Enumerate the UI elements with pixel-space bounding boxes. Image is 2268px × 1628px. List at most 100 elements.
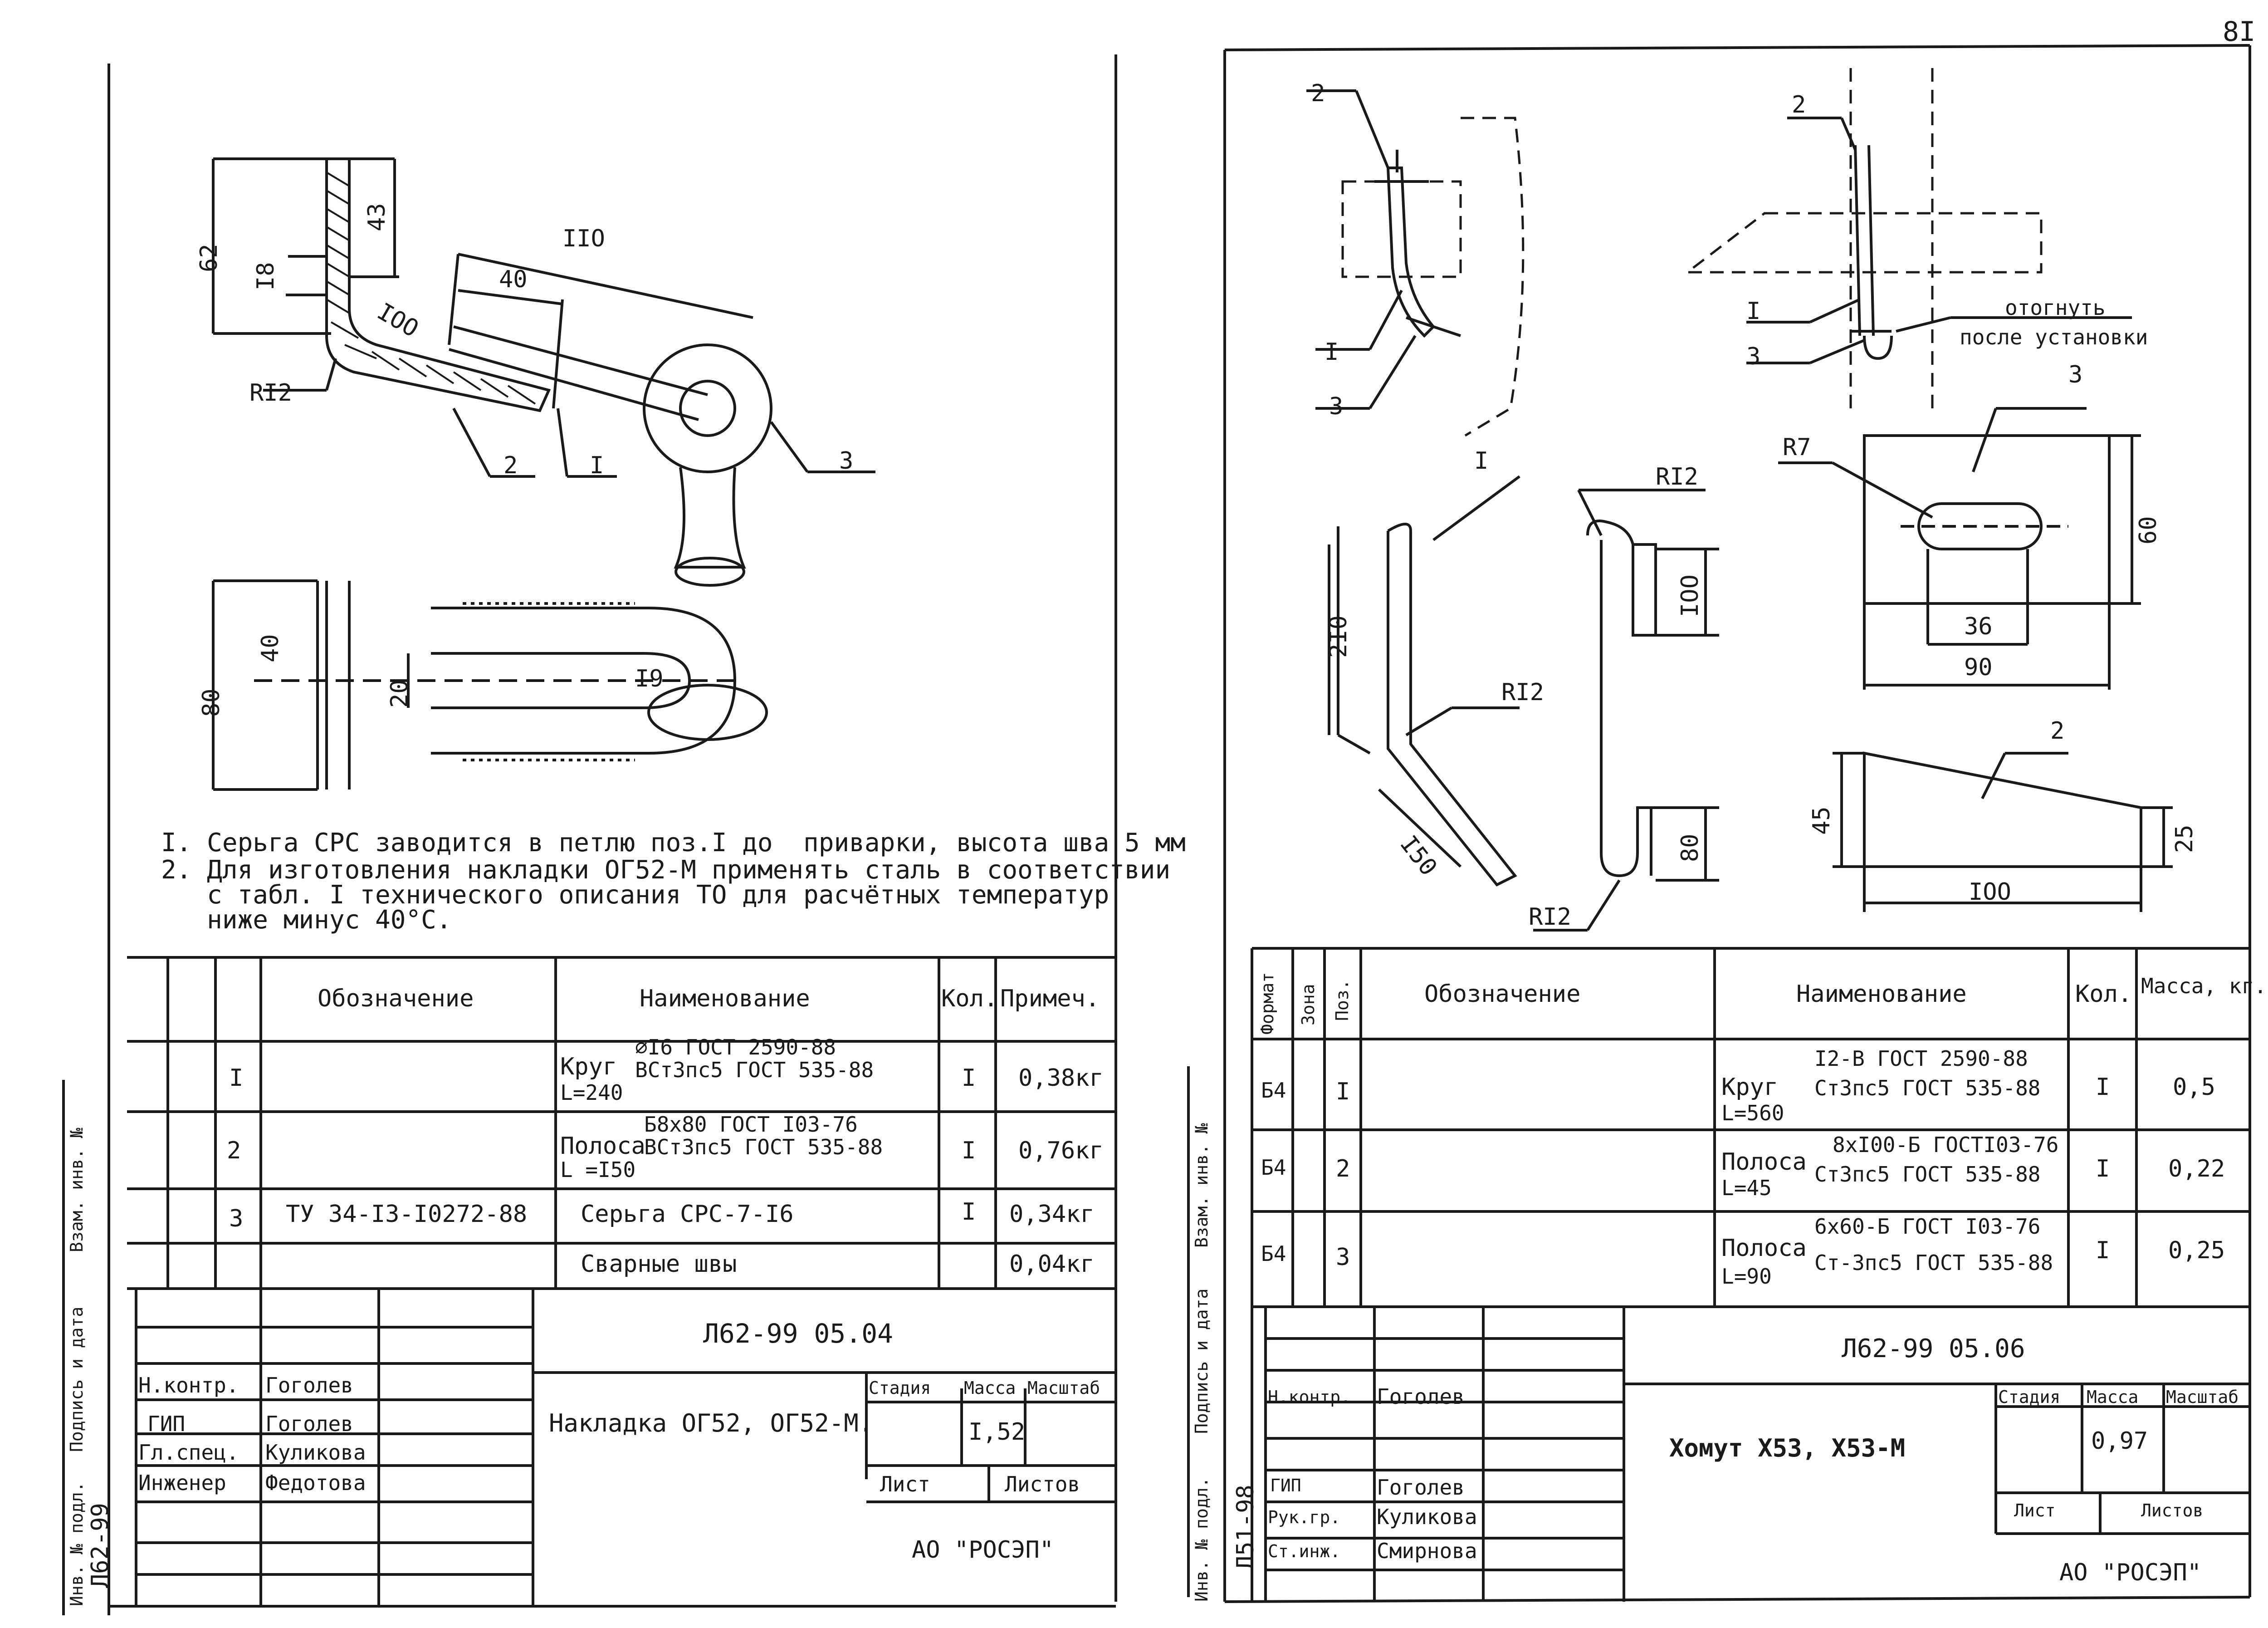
left-role-1: ГИП <box>147 1412 186 1436</box>
row2-name-bottom: ВСт3пс5 ГОСТ 535-88 <box>644 1135 883 1159</box>
r-callout-a2: 2 <box>1311 80 1325 107</box>
row1-note: 0,38кг <box>1018 1064 1104 1092</box>
left-name-3: Федотова <box>265 1471 366 1495</box>
right-stamp-1: Подпись и дата <box>1192 1288 1212 1434</box>
left-stamp-1: Подпись и дата <box>67 1306 87 1452</box>
left-org: АО "РОСЭП" <box>912 1536 1054 1564</box>
row1-name-bottom: ВСт3пс5 ГОСТ 535-88 <box>635 1058 874 1082</box>
row1-name: Круг <box>560 1053 617 1080</box>
right-doc-code: Л62-99 05.06 <box>1842 1334 2025 1363</box>
r-row1-qty: I <box>2096 1074 2110 1101</box>
r-row2-name-top: 8хI00-Б ГОСТI03-76 <box>1833 1133 2059 1157</box>
right-role-3: Ст.инж. <box>1268 1541 1341 1561</box>
left-sheet-label: Лист <box>880 1472 930 1496</box>
right-name-0: Гоголев <box>1377 1384 1465 1409</box>
note-line-2: 2. Для изготовления накладки ОГ52-М прим… <box>161 855 1171 885</box>
r-row3-pos: 3 <box>1336 1244 1350 1271</box>
left-stamp-3: Л62-99 <box>87 1503 114 1588</box>
r-row1-name-bottom: Ст3пс5 ГОСТ 535-88 <box>1814 1076 2041 1100</box>
r-r12a: RI2 <box>1656 463 1698 490</box>
r-row2-pos: 2 <box>1336 1155 1350 1182</box>
r-row1-pos: I <box>1336 1078 1350 1105</box>
r-spec-header-pos: Поз. <box>1332 979 1352 1021</box>
callout-1: I <box>590 452 604 479</box>
r-row2-name-bottom: Ст3пс5 ГОСТ 535-88 <box>1814 1162 2041 1187</box>
note-line-3: с табл. I технического описания ТО для р… <box>161 880 1110 910</box>
right-stamp-3: Л51-98 <box>1232 1485 1259 1570</box>
r-callout-b3: 3 <box>1746 343 1761 370</box>
r-dim-45: 45 <box>1808 806 1835 835</box>
r-callout-p2: 2 <box>2050 717 2065 745</box>
r-row2-mass: 0,22 <box>2168 1155 2225 1182</box>
left-stamp-2: Взам. инв. № <box>67 1128 87 1252</box>
right-mass-value: 0,97 <box>2091 1427 2148 1455</box>
left-title: Накладка ОГ52, ОГ52-М. <box>549 1409 874 1437</box>
r-row1-fmt: Б4 <box>1261 1078 1286 1103</box>
right-name-3: Смирнова <box>1377 1539 1477 1563</box>
right-name-1: Гоголев <box>1377 1475 1465 1500</box>
dim-110: IIO <box>562 225 605 252</box>
r-row3-mass: 0,25 <box>2168 1237 2225 1264</box>
r-spec-header-format: Формат <box>1257 972 1277 1035</box>
note-line-1: I. Серьга СРС заводится в петлю поз.I до… <box>161 828 1186 858</box>
row4-note: 0,04кг <box>1009 1250 1095 1278</box>
row1-name-top: ∅I6 ГОСТ 2590-88 <box>635 1035 836 1059</box>
callout-2: 2 <box>503 452 518 479</box>
row2-name-top: Б8х80 ГОСТ I03-76 <box>644 1112 858 1137</box>
r-dim-36: 36 <box>1964 613 1993 640</box>
left-doc-code: Л62-99 05.04 <box>703 1318 894 1349</box>
dim-r12: RI2 <box>249 379 292 407</box>
left-mass-label: Масса <box>964 1378 1016 1398</box>
right-stamp-2: Взам. инв. № <box>1192 1123 1212 1248</box>
right-sheet-label: Лист <box>2014 1501 2056 1520</box>
r-spec-header-qty: Кол. <box>2075 981 2132 1008</box>
r-row3-name-top: 6х60-Б ГОСТ I03-76 <box>1814 1214 2041 1239</box>
r-spec-header-zone: Зона <box>1298 984 1318 1025</box>
row2-note: 0,76кг <box>1018 1137 1104 1164</box>
r-dim-25: 25 <box>2171 824 2198 853</box>
dim-110-line <box>458 253 753 319</box>
r-row2-name: Полоса <box>1721 1148 1807 1176</box>
dim-62: 62 <box>196 244 223 272</box>
r-row3-name-bottom: Ст-3пс5 ГОСТ 535-88 <box>1814 1250 2053 1275</box>
r-spec-header-designation: Обозначение <box>1424 981 1581 1008</box>
dim-43: 43 <box>363 203 391 231</box>
r-spec-header-mass: Масса, кг. <box>2141 974 2267 998</box>
row3-pos: 3 <box>229 1205 244 1232</box>
row2-length: L =I50 <box>560 1157 636 1182</box>
r-row1-length: L=560 <box>1721 1101 1784 1125</box>
right-stamp-0: Инв. № подл. <box>1192 1477 1212 1602</box>
left-name-2: Куликова <box>265 1440 366 1465</box>
dim-40: 40 <box>499 266 528 293</box>
r-r12b: RI2 <box>1501 679 1544 706</box>
left-mass-value: I,52 <box>968 1418 1026 1446</box>
r-bend-note-2: после установки <box>1960 325 2148 349</box>
note-line-4: ниже минус 40°С. <box>161 905 452 935</box>
right-mass-label: Масса <box>2087 1387 2139 1407</box>
row1-qty: I <box>962 1064 976 1092</box>
spec-header-note: Примеч. <box>1000 985 1100 1012</box>
left-stage-label: Стадия <box>869 1378 931 1398</box>
row1-pos: I <box>229 1064 244 1092</box>
row2-name: Полоса <box>560 1133 645 1160</box>
r-row2-length: L=45 <box>1721 1176 1772 1200</box>
row3-designation: ТУ 34-I3-I0272-88 <box>286 1201 528 1228</box>
r-spec-header-name: Наименование <box>1796 981 1967 1008</box>
right-role-2: Рук.гр. <box>1268 1507 1341 1527</box>
r-dim-80: 80 <box>1677 834 1704 862</box>
row2-pos: 2 <box>227 1137 241 1164</box>
r-callout-b2: 2 <box>1792 91 1806 118</box>
dim-18: I8 <box>252 262 279 290</box>
row3-qty: I <box>962 1198 976 1226</box>
r-dim-90: 90 <box>1964 654 1993 681</box>
r-callout-a1: I <box>1325 338 1339 366</box>
left-role-0: Н.контр. <box>138 1373 239 1398</box>
left-role-2: Гл.спец. <box>138 1440 239 1465</box>
r-row1-name-top: I2-В ГОСТ 2590-88 <box>1814 1046 2028 1071</box>
r-dim-100h: IOO <box>1969 878 2011 906</box>
spec-header-name: Наименование <box>640 985 810 1012</box>
r-bend-note-1: отогнуть <box>2005 295 2106 320</box>
r-row2-qty: I <box>2096 1155 2110 1182</box>
